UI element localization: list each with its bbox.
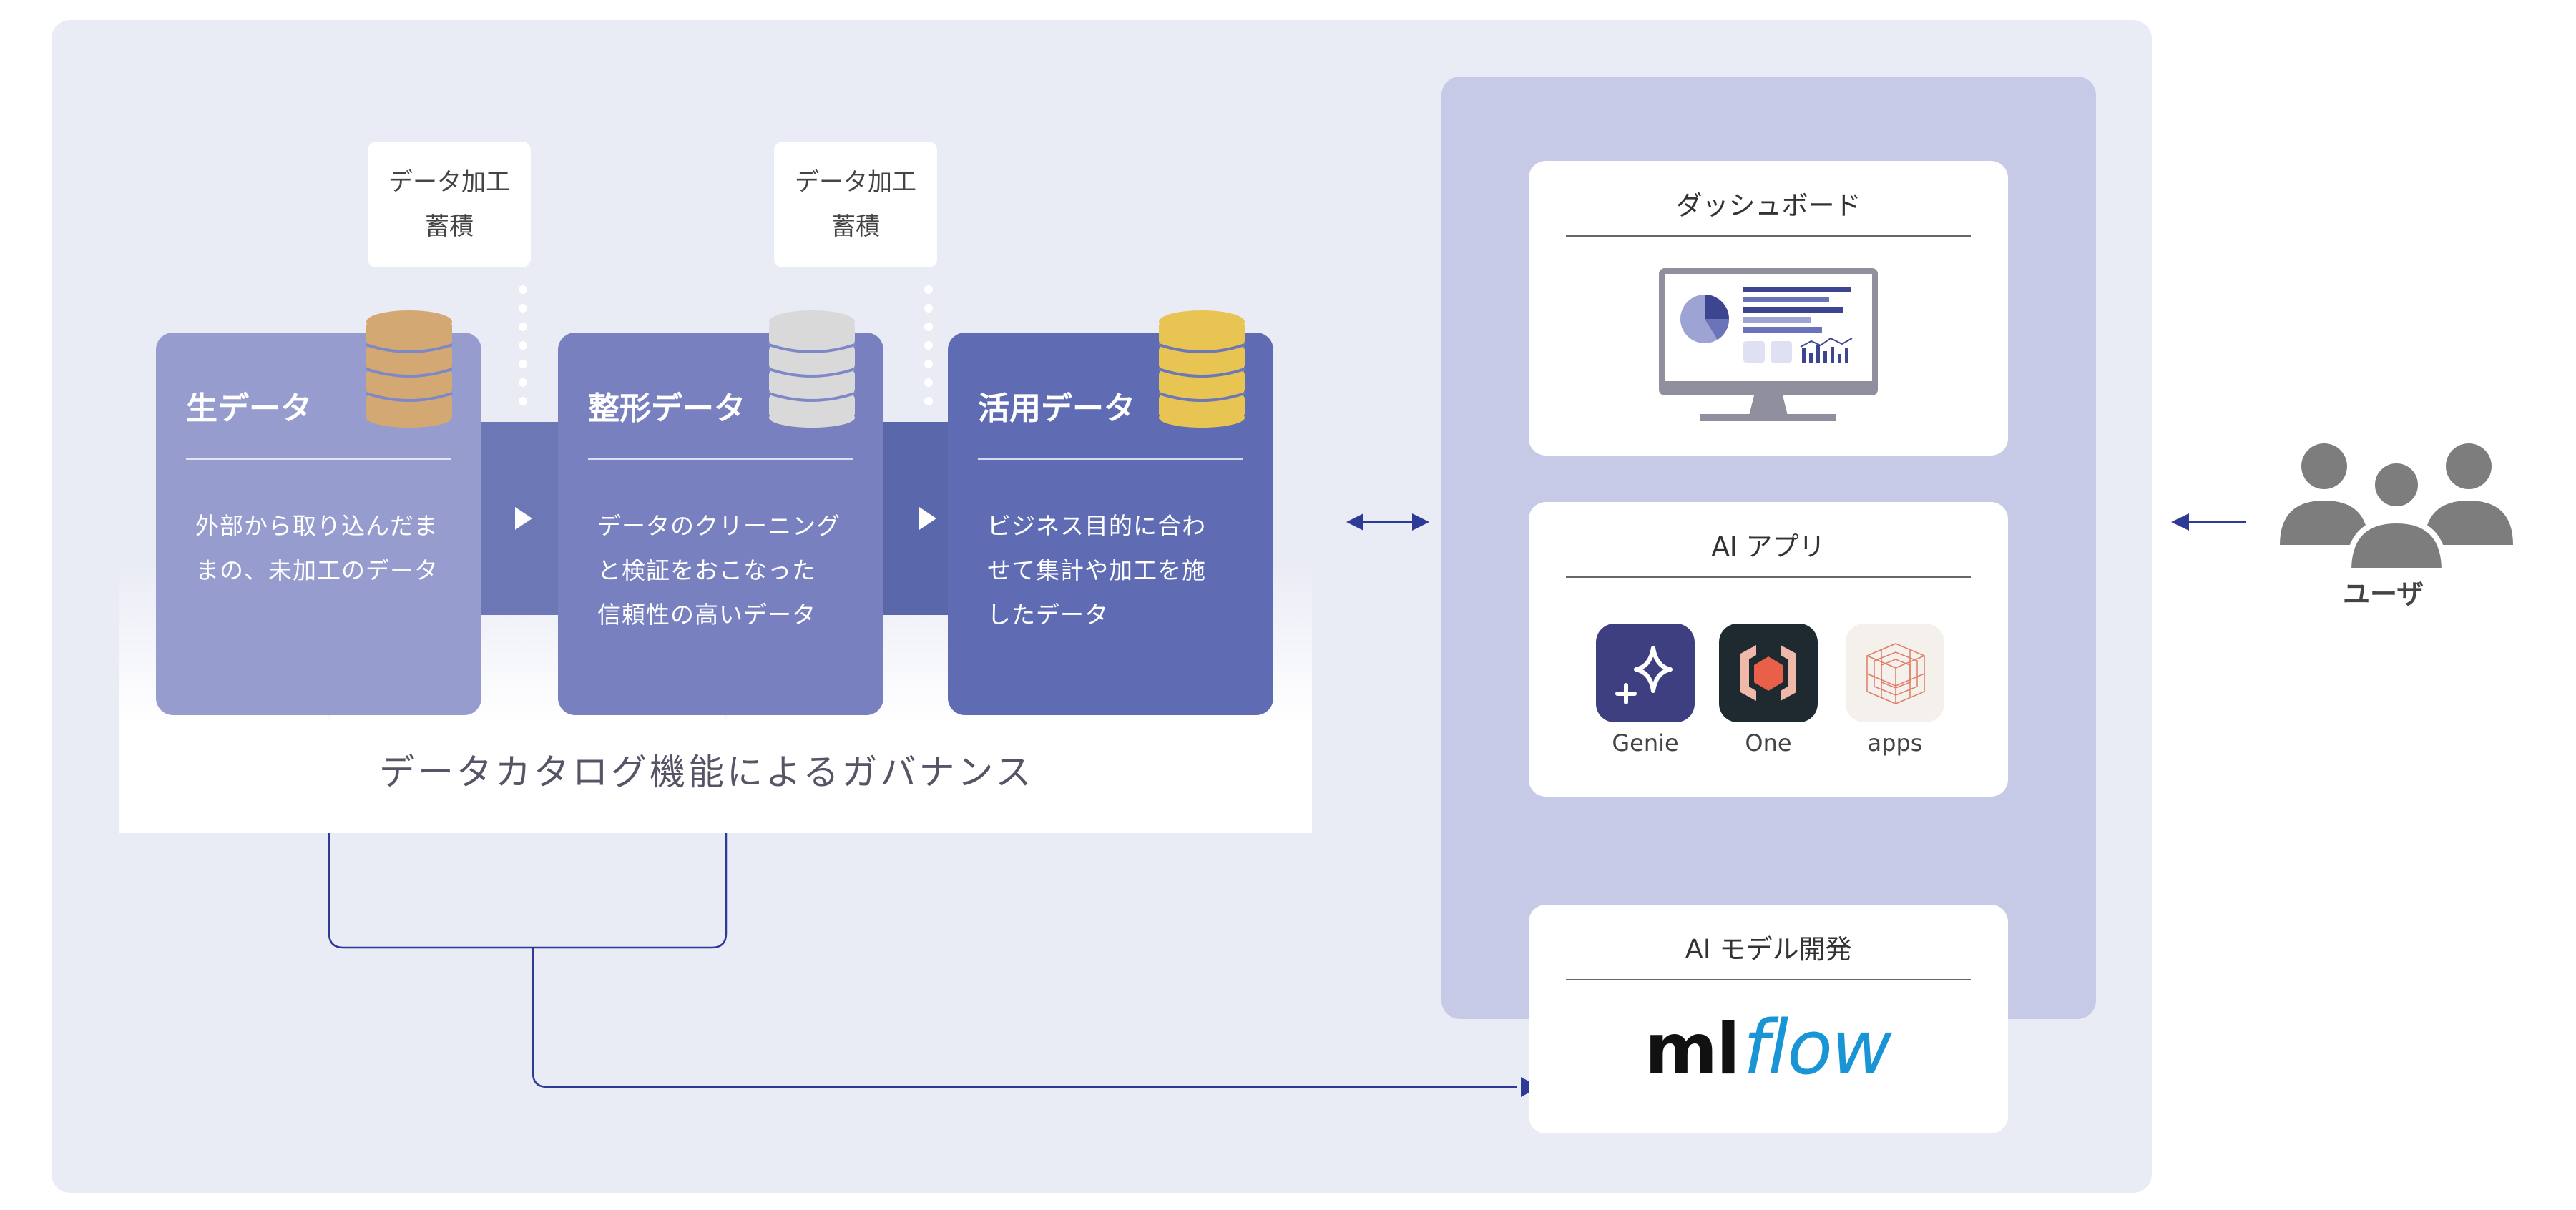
description-line: したデータ <box>987 601 1109 629</box>
stage-divider <box>588 458 853 460</box>
stage-title: 活用データ <box>978 390 1135 427</box>
one-app-icon <box>1719 624 1818 722</box>
mlflow-logo-ml: ml <box>1645 1009 1740 1091</box>
description-line: 信頼性の高いデータ <box>597 601 816 629</box>
description-line: と検証をおこなった <box>597 556 816 584</box>
note-line-2: 蓄積 <box>831 212 880 241</box>
mlflow-logo-flow: flow <box>1743 1004 1892 1091</box>
note-line-1: データ加工 <box>795 168 916 197</box>
bidirectional-right-arrowhead <box>1412 513 1429 531</box>
users-arrowhead <box>2171 513 2189 531</box>
card-title: ダッシュボード <box>1675 190 1861 221</box>
pipeline-connector-1 <box>476 422 569 615</box>
stage-description: データのクリーニング と検証をおこなった 信頼性の高いデータ <box>597 504 855 637</box>
ai-model-card: AI モデル開発 mlflow <box>1529 905 2008 1133</box>
dashboard-card: ダッシュボード <box>1529 161 2008 456</box>
card-title: AI アプリ <box>1711 531 1826 562</box>
process-note-2: データ加工 蓄積 <box>774 142 937 267</box>
description-line: まの、未加工のデータ <box>195 556 439 584</box>
play-arrow-icon <box>515 507 532 530</box>
dotted-connector-2 <box>924 285 933 405</box>
stage-description: 外部から取り込んだま まの、未加工のデータ <box>195 504 453 593</box>
ai-apps-card: AI アプリ Genie One apps <box>1529 502 2008 797</box>
app-label: One <box>1745 729 1792 757</box>
card-divider <box>1566 979 1971 980</box>
governance-to-mlflow-line <box>532 948 1517 1088</box>
card-divider <box>1566 576 1971 578</box>
stage-title: 整形データ <box>588 390 745 427</box>
process-note-1: データ加工 蓄積 <box>368 142 531 267</box>
app-label: apps <box>1867 729 1923 757</box>
users-group-icon <box>2280 443 2513 574</box>
app-label: Genie <box>1612 729 1679 757</box>
card-title: AI モデル開発 <box>1685 934 1852 965</box>
apps-app-icon <box>1846 624 1944 722</box>
play-arrow-icon <box>919 507 936 530</box>
users-label: ユーザ <box>2343 579 2424 610</box>
description-line: ビジネス目的に合わ <box>987 512 1206 540</box>
stage-description: ビジネス目的に合わ せて集計や加工を施 したデータ <box>987 504 1245 637</box>
genie-app-icon <box>1596 624 1695 722</box>
bidirectional-left-arrowhead <box>1346 513 1363 531</box>
note-line-1: データ加工 <box>388 168 510 197</box>
governance-label: データカタログ機能によるガバナンス <box>379 752 1034 793</box>
monitor-dashboard-icon <box>1659 268 1878 421</box>
database-icon <box>768 310 856 428</box>
card-divider <box>1566 235 1971 237</box>
stage-divider <box>978 458 1243 460</box>
stage-divider <box>186 458 451 460</box>
mlflow-logo: mlflow <box>1645 998 1892 1098</box>
database-icon <box>1158 310 1245 428</box>
description-line: 外部から取り込んだま <box>195 512 439 540</box>
stage-title: 生データ <box>186 390 312 427</box>
dotted-connector-1 <box>519 285 527 405</box>
note-line-2: 蓄積 <box>425 212 474 241</box>
raw-to-mlflow-line <box>328 715 728 949</box>
description-line: データのクリーニング <box>597 512 841 540</box>
description-line: せて集計や加工を施 <box>987 556 1206 584</box>
database-icon <box>366 310 453 428</box>
